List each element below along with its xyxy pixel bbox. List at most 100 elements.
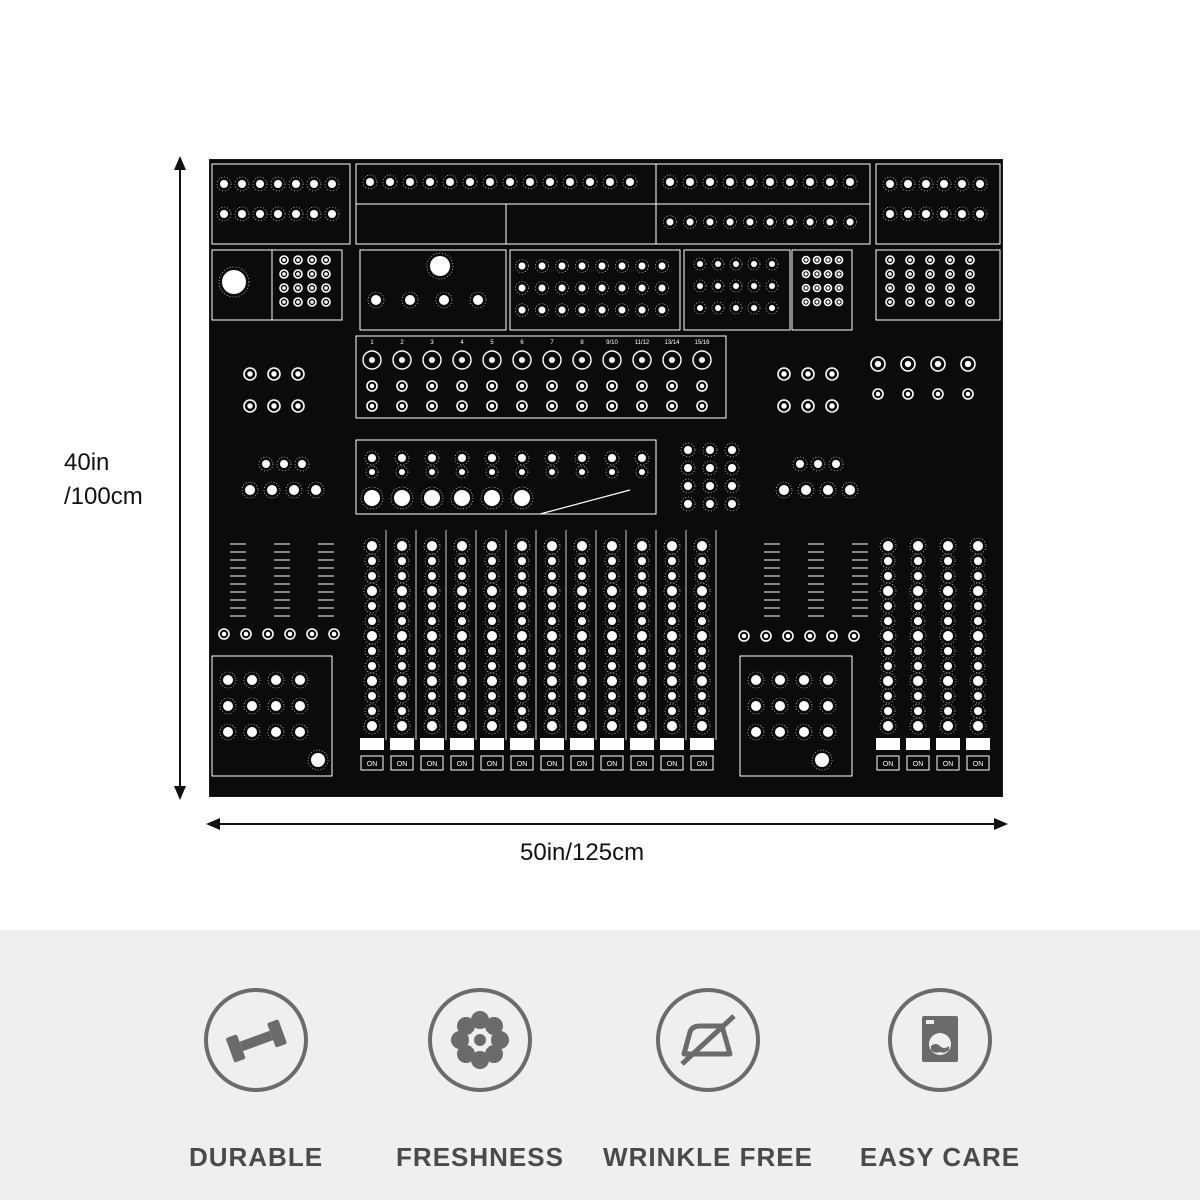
knob-scale (544, 688, 560, 704)
knob-scale (453, 672, 471, 690)
jack (825, 367, 839, 381)
knob-scale (803, 215, 817, 229)
knob (944, 692, 952, 700)
knob (638, 262, 646, 270)
knob (913, 541, 923, 551)
knob (548, 454, 556, 462)
knob-scale (795, 723, 813, 741)
knob-scale (664, 688, 680, 704)
knob (428, 692, 436, 700)
on-button-label: ON (517, 761, 528, 768)
knob-scale (424, 613, 440, 629)
knob (577, 676, 587, 686)
knob (638, 647, 646, 655)
knob-scale (575, 303, 589, 317)
knob-scale (482, 174, 498, 190)
knob (779, 485, 789, 495)
knob-scale (634, 688, 650, 704)
knob-scale (969, 717, 987, 735)
jack-core (579, 403, 585, 409)
jack (823, 283, 833, 293)
knob-scale (484, 568, 500, 584)
knob (697, 721, 707, 731)
jack-core (221, 631, 227, 637)
washing-machine-icon (888, 988, 992, 1092)
jack (885, 269, 895, 279)
knob (706, 482, 714, 490)
knob-scale (747, 279, 761, 293)
knob (815, 753, 829, 767)
knob-scale (216, 206, 232, 222)
jack-core (837, 272, 841, 276)
knob (310, 210, 318, 218)
knob (666, 218, 674, 226)
knob-scale (483, 717, 501, 735)
knob (428, 454, 436, 462)
knob (220, 210, 228, 218)
knob (517, 676, 527, 686)
knob (488, 707, 496, 715)
knob (394, 490, 410, 506)
knob (637, 586, 647, 596)
knob (488, 662, 496, 670)
panel-outline (739, 655, 853, 777)
knob-scale (514, 613, 530, 629)
knob (914, 647, 922, 655)
channel-number: 11/12 (635, 340, 650, 346)
knob-scale (703, 215, 717, 229)
knob (638, 707, 646, 715)
knob (943, 631, 953, 641)
knob (399, 469, 405, 475)
knob (488, 454, 496, 462)
knob (974, 647, 982, 655)
knob (518, 692, 526, 700)
knob-scale (702, 442, 718, 458)
knob (558, 284, 566, 292)
knob-scale (484, 553, 500, 569)
knob-scale (693, 537, 711, 555)
knob-scale (936, 206, 952, 222)
fader-cap (480, 738, 504, 750)
knob-scale (918, 206, 934, 222)
knob (608, 557, 616, 565)
knob-scale (792, 456, 808, 472)
knob (577, 541, 587, 551)
knob (577, 721, 587, 731)
knob (775, 701, 785, 711)
knob-scale (544, 643, 560, 659)
jack (218, 628, 230, 640)
channel-number: 13/14 (664, 340, 680, 346)
knob-scale (702, 478, 718, 494)
jack (960, 356, 976, 372)
knob-scale (544, 658, 560, 674)
knob-scale (747, 697, 765, 715)
knob (726, 178, 734, 186)
knob (698, 602, 706, 610)
knob (914, 602, 922, 610)
knob (518, 617, 526, 625)
jack-core (908, 272, 912, 276)
knob (578, 557, 586, 565)
jack-core (639, 403, 645, 409)
knob (247, 701, 257, 711)
knob-scale (393, 672, 411, 690)
knob (256, 180, 264, 188)
knob (367, 586, 377, 596)
knob (548, 647, 556, 655)
knob-scale (291, 671, 309, 689)
knob-scale (393, 537, 411, 555)
jack (546, 380, 558, 392)
jack (834, 297, 844, 307)
fader-cap (630, 738, 654, 750)
knob (488, 602, 496, 610)
knob-scale (828, 456, 844, 472)
knob-scale (694, 688, 710, 704)
knob (697, 586, 707, 596)
knob-scale (880, 568, 896, 584)
jack (321, 255, 331, 265)
jack (902, 388, 914, 400)
knob-scale (219, 697, 237, 715)
jack-core (805, 371, 811, 377)
jack (812, 283, 822, 293)
jack (801, 255, 811, 265)
